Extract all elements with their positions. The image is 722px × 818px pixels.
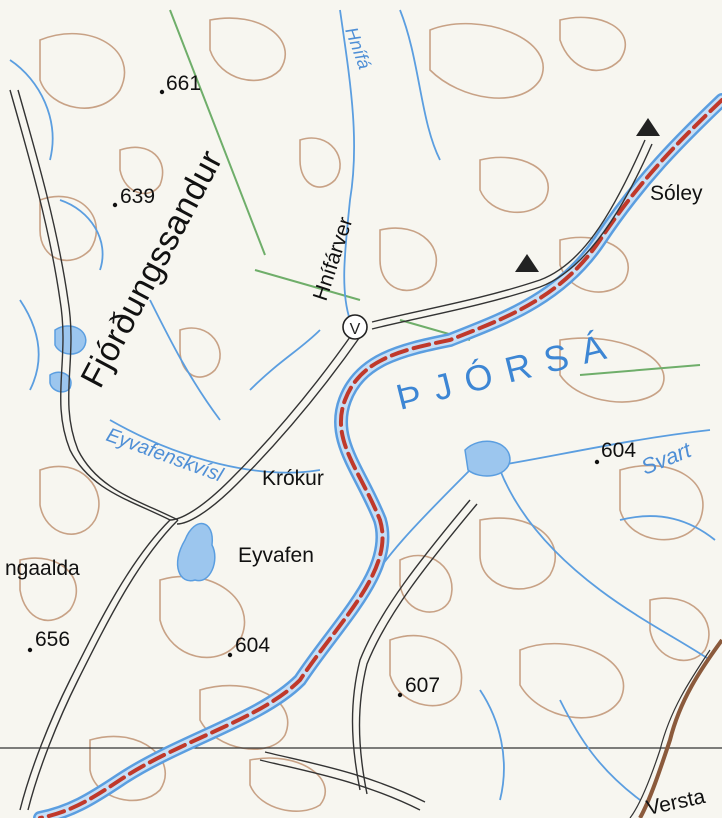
main-road xyxy=(629,638,722,818)
place-soley: Sóley xyxy=(650,182,703,205)
green-lines xyxy=(169,9,701,376)
place-eyvafen: Eyvafen xyxy=(238,544,314,567)
hut-icon: V xyxy=(342,314,368,340)
river-thjorsa xyxy=(33,93,722,818)
spot-height-icon xyxy=(27,89,600,698)
elevation-604-east: 604 xyxy=(601,439,636,462)
place-ngaalda: ngaalda xyxy=(5,557,80,580)
lake-eyvafen xyxy=(176,522,216,582)
elevation-639: 639 xyxy=(120,185,155,208)
elevation-604-south: 604 xyxy=(235,634,270,657)
summit-triangle-east xyxy=(636,118,660,136)
triangle-icon xyxy=(515,118,660,272)
summit-triangle-central xyxy=(515,254,539,272)
elevation-607: 607 xyxy=(405,674,440,697)
place-krokur: Krókur xyxy=(262,467,324,490)
lake-east xyxy=(464,440,511,477)
elevation-661: 661 xyxy=(166,72,201,95)
hut-symbol-label: V xyxy=(350,321,361,338)
streams xyxy=(9,9,716,801)
roads xyxy=(9,89,653,811)
elevation-656: 656 xyxy=(35,628,70,651)
